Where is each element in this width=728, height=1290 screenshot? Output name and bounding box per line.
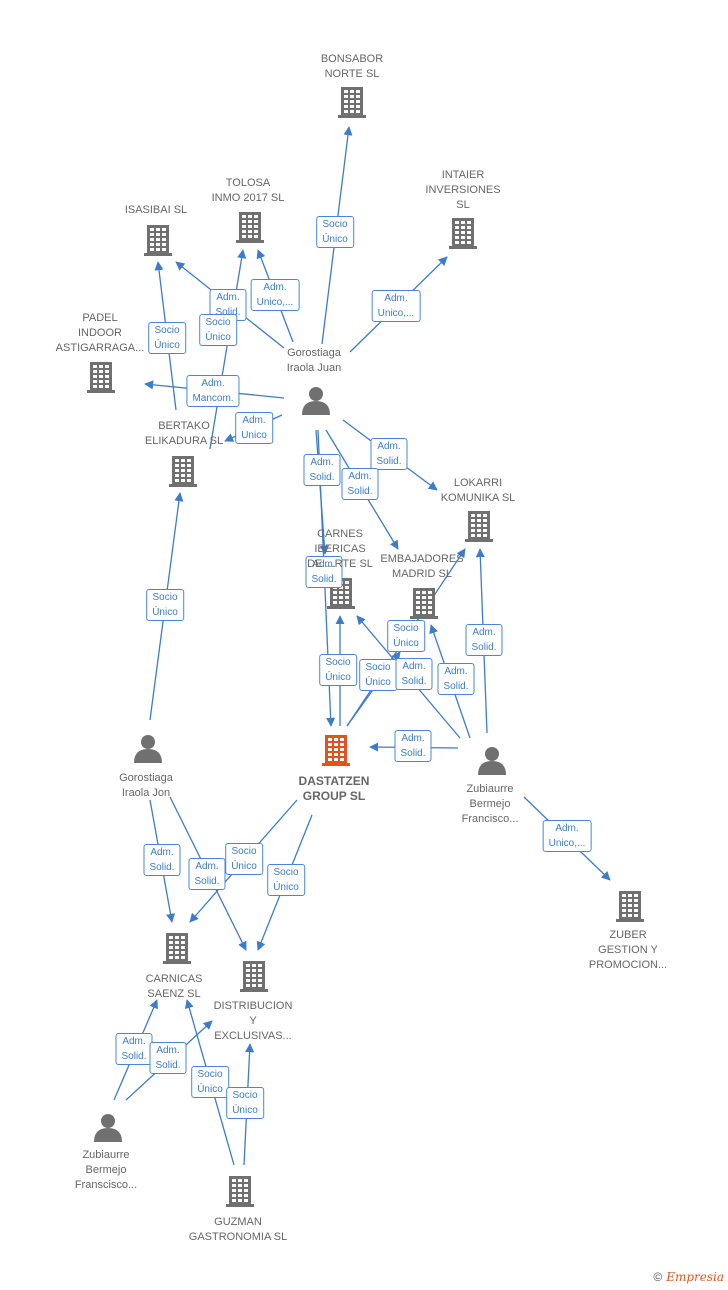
building-icon-distribucion[interactable]: [240, 961, 268, 992]
node-label-zuber[interactable]: ZUBER GESTION Y PROMOCION...: [588, 929, 668, 971]
building-icon-tolosa[interactable]: [236, 212, 264, 243]
building-icon-carnicas[interactable]: [163, 933, 191, 964]
node-label-isasibai[interactable]: ISASIBAI SL: [124, 204, 188, 216]
person-icon-gor_jon[interactable]: [134, 735, 162, 763]
edge-label-gor_juan-padel[interactable]: Adm. Mancom.: [186, 375, 240, 407]
building-icon-bonsabor[interactable]: [338, 87, 366, 118]
edge-label-guzman-carnicas[interactable]: Socio Único: [191, 1066, 229, 1098]
node-label-zub2[interactable]: Zubiaurre Bermejo Franscisco...: [74, 1149, 138, 1191]
edge-label-gor_jon-distribucion[interactable]: Adm. Solid.: [188, 858, 226, 890]
edge-label-zub1-dastatzen[interactable]: Adm. Solid.: [394, 730, 432, 762]
node-label-distribucion[interactable]: DISTRIBUCION Y EXCLUSIVAS...: [213, 1000, 293, 1042]
edge-bertako-to-tolosa: [209, 249, 247, 450]
edges-layer: [113, 126, 611, 1166]
edge-label-gor_jon-bertako[interactable]: Socio Único: [146, 589, 184, 621]
edge-label-dastatzen-embajadores[interactable]: Socio Único: [359, 659, 397, 691]
node-label-dastatzen[interactable]: DASTATZEN GROUP SL: [298, 774, 370, 803]
copyright-icon: ©: [653, 1270, 663, 1284]
edge-label-zub1-embajadores[interactable]: Adm. Solid.: [437, 663, 475, 695]
building-icon-padel[interactable]: [87, 362, 115, 393]
building-icon-lokarri[interactable]: [465, 511, 493, 542]
node-label-intaier[interactable]: INTAIER INVERSIONES SL: [425, 169, 501, 211]
node-label-lokarri[interactable]: LOKARRI KOMUNIKA SL: [440, 477, 516, 504]
node-label-carnes[interactable]: CARNES IBERICAS DE ...RTE SL: [307, 528, 373, 570]
building-icon-zuber[interactable]: [616, 891, 644, 922]
edge-label-gor_juan-dastatzen[interactable]: Adm. Solid.: [305, 556, 343, 588]
node-label-bertako[interactable]: BERTAKO ELIKADURA SL: [144, 420, 224, 447]
edge-label-gor_juan-carnes[interactable]: Adm. Solid.: [303, 454, 341, 486]
edge-label-zub1-carnes[interactable]: Adm. Solid.: [395, 658, 433, 690]
edge-label-dastatzen-distribucion[interactable]: Socio Único: [267, 864, 305, 896]
node-label-guzman[interactable]: GUZMAN GASTRONOMIA SL: [188, 1216, 288, 1243]
node-label-tolosa[interactable]: TOLOSA INMO 2017 SL: [211, 177, 285, 204]
node-label-carnicas[interactable]: CARNICAS SAENZ SL: [145, 973, 203, 1000]
edge-label-bertako-isasibai[interactable]: Socio Único: [148, 322, 186, 354]
node-label-zub1[interactable]: Zubiaurre Bermejo Francisco...: [461, 783, 519, 825]
edge-label-gor_juan-bertako[interactable]: Adm. Unico: [235, 412, 273, 444]
edge-label-gor_juan-bonsabor[interactable]: Socio Único: [316, 216, 354, 248]
nodes-layer: [87, 87, 644, 1207]
node-label-embajadores[interactable]: EMBAJADORES MADRID SL: [380, 553, 464, 580]
edge-label-zub1-lokarri[interactable]: Adm. Solid.: [465, 624, 503, 656]
edge-label-dastatzen-lokarri[interactable]: Socio Único: [387, 620, 425, 652]
node-label-padel[interactable]: PADEL INDOOR ASTIGARRAGA...: [55, 312, 145, 354]
person-icon-gor_juan[interactable]: [302, 387, 330, 415]
person-icon-zub2[interactable]: [94, 1114, 122, 1142]
edge-label-zub2-distribucion[interactable]: Adm. Solid.: [149, 1042, 187, 1074]
edge-label-gor_jon-carnicas[interactable]: Adm. Solid.: [143, 844, 181, 876]
edge-label-zub1-zuber[interactable]: Adm. Unico,...: [542, 820, 592, 852]
building-icon-intaier[interactable]: [449, 218, 477, 249]
building-icon-bertako[interactable]: [169, 456, 197, 487]
brand-name: Empresia: [666, 1270, 724, 1284]
edge-label-gor_juan-embajadores[interactable]: Adm. Solid.: [341, 468, 379, 500]
footer-brand[interactable]: © Empresia: [653, 1270, 724, 1284]
edge-label-dastatzen-carnes[interactable]: Socio Único: [319, 654, 357, 686]
edge-label-zub2-carnicas[interactable]: Adm. Solid.: [115, 1033, 153, 1065]
edge-label-gor_juan-tolosa[interactable]: Adm. Unico,...: [250, 279, 300, 311]
edge-label-gor_juan-lokarri[interactable]: Adm. Solid.: [370, 438, 408, 470]
node-label-gor_juan[interactable]: Gorostiaga Iraola Juan: [286, 347, 342, 374]
building-icon-isasibai[interactable]: [144, 225, 172, 256]
edge-label-gor_juan-intaier[interactable]: Adm. Unico,...: [371, 290, 421, 322]
building-icon-guzman[interactable]: [226, 1176, 254, 1207]
building-icon-dastatzen[interactable]: [322, 735, 350, 766]
edge-label-dastatzen-carnicas[interactable]: Socio Único: [225, 843, 263, 875]
person-icon-zub1[interactable]: [478, 747, 506, 775]
building-icon-embajadores[interactable]: [410, 588, 438, 619]
node-label-bonsabor[interactable]: BONSABOR NORTE SL: [320, 53, 384, 80]
edge-label-guzman-distribucion[interactable]: Socio Único: [226, 1087, 264, 1119]
node-label-gor_jon[interactable]: Gorostiaga Iraola Jon: [119, 772, 173, 799]
edge-label-bertako-tolosa[interactable]: Socio Único: [199, 314, 237, 346]
